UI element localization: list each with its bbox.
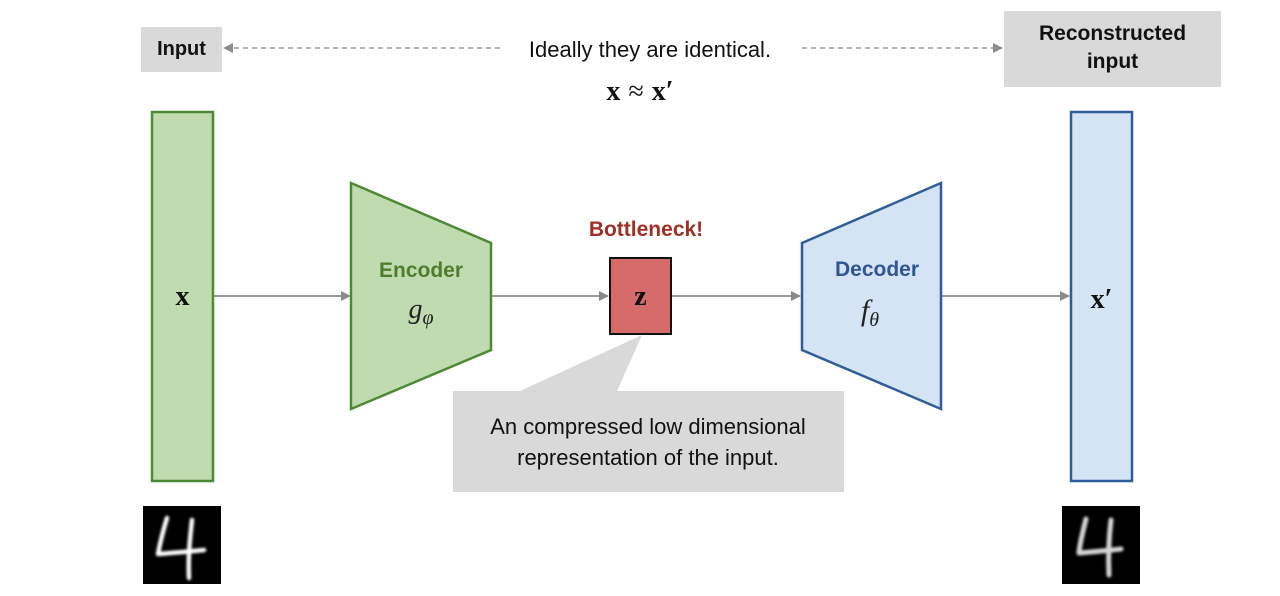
approx-rhs: x′ (652, 76, 674, 107)
approx-operator: ≈ (628, 76, 643, 107)
encoder-subscript: φ (422, 307, 433, 329)
input-vector-symbol: x (176, 281, 190, 312)
input-label-box (141, 27, 222, 72)
decoder-label: Decoder (835, 258, 919, 281)
approx-lhs: x (606, 76, 620, 107)
callout-line1: An compressed low dimensional (490, 414, 806, 439)
callout-bubble (453, 335, 844, 492)
input-vector-bar (150, 110, 215, 483)
output-digit-image (1062, 506, 1140, 584)
input-digit-glyph (155, 515, 207, 581)
output-vector-symbol: x′ (1091, 284, 1113, 315)
input-label: Input (157, 38, 206, 60)
latent-z-symbol: z (634, 281, 646, 312)
callout-line2: representation of the input. (517, 445, 779, 470)
reconstructed-label-line1: Reconstructed (1039, 22, 1186, 45)
encoder-label: Encoder (379, 259, 463, 282)
ideally-text: Ideally they are identical. (529, 37, 771, 62)
encoder-trapezoid (349, 181, 493, 411)
encoder-fn-symbol: g (408, 294, 422, 325)
approx-equation: x ≈ x′ (606, 76, 673, 107)
bottleneck-label: Bottleneck! (589, 218, 703, 241)
decoder-trapezoid (800, 181, 943, 411)
output-vector-bar (1069, 110, 1134, 483)
latent-z-box (609, 257, 672, 335)
decoder-subscript: θ (869, 309, 879, 331)
input-digit-image (143, 506, 221, 584)
encoder-function: gφ (408, 294, 433, 329)
reconstructed-label-line2: input (1087, 50, 1138, 73)
output-digit-glyph (1076, 516, 1124, 578)
reconstructed-label-box (1004, 11, 1221, 87)
